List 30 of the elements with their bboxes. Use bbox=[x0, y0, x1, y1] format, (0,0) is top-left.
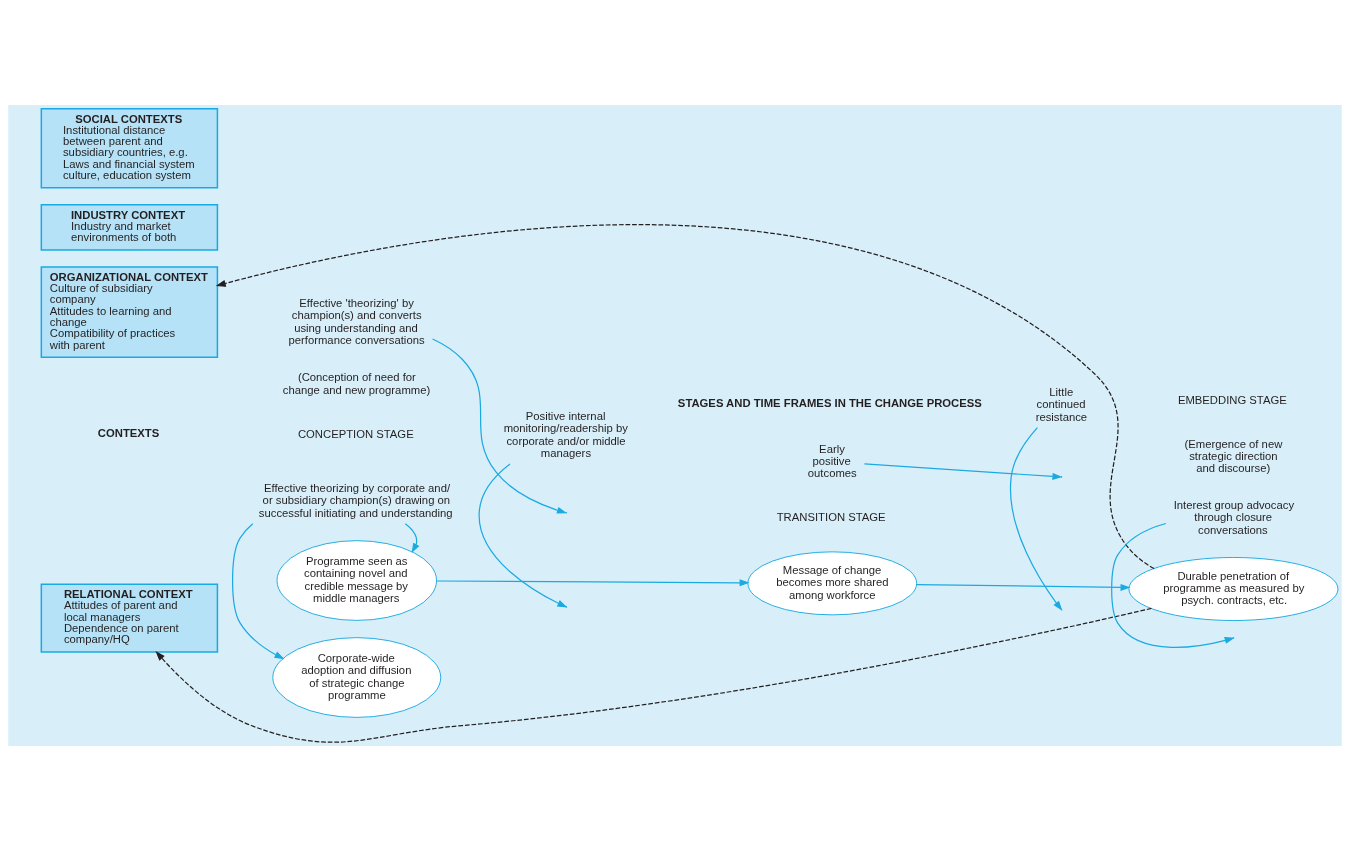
node-ellipse: Durable penetration of programme as measured by psych. contracts, etc. bbox=[1128, 556, 1339, 621]
arrow bbox=[863, 462, 1063, 480]
arrow bbox=[404, 522, 420, 553]
arrow bbox=[231, 522, 285, 659]
node-text: Positive internal monitoring/readership by corporate and/or middle managers bbox=[503, 409, 628, 459]
label: STAGES AND TIME FRAMES IN THE CHANGE PROCESS bbox=[677, 396, 982, 409]
node-text: Little continued resistance bbox=[1035, 385, 1088, 423]
node-text: Effective theorizing by corporate and/ or subsidiary champion(s) drawing on successful initiating and understanding bbox=[258, 481, 453, 519]
arrow bbox=[432, 337, 567, 514]
arrow bbox=[436, 578, 750, 586]
label: TRANSITION STAGE bbox=[776, 510, 886, 523]
node-text: Interest group advocacy through closure conversations bbox=[1173, 498, 1295, 536]
label: CONCEPTION STAGE bbox=[297, 427, 414, 440]
arrow bbox=[478, 462, 568, 607]
node-box: RELATIONAL CONTEXT Attitudes of parent and local managers Dependence on parent company/HQ bbox=[40, 583, 219, 653]
arrow bbox=[215, 223, 1155, 569]
node-text: Effective 'theorizing' by champion(s) and converts using understanding and performance conversations bbox=[288, 296, 425, 346]
node-box: ORGANIZATIONAL CONTEXT Culture of subsidiary company Attitudes to learning and change Compatibility of practices with parent bbox=[40, 265, 219, 358]
arrow bbox=[1009, 426, 1063, 611]
label: EMBEDDING STAGE bbox=[1177, 393, 1287, 406]
node-text: Early positive outcomes bbox=[807, 442, 857, 479]
node-box: INDUSTRY CONTEXT Industry and market environments of both bbox=[40, 203, 219, 251]
arrow bbox=[155, 607, 1152, 743]
arrow bbox=[916, 583, 1131, 591]
arrow bbox=[1111, 522, 1235, 648]
label: (Conception of need for change and new programme) bbox=[282, 370, 431, 396]
label: (Emergence of new strategic direction and discourse) bbox=[1184, 437, 1283, 474]
node-box: SOCIAL CONTEXTS Institutional distance between parent and subsidiary countries, e.g. Laws and financial system culture, education system bbox=[40, 107, 219, 189]
label: CONTEXTS bbox=[97, 426, 160, 439]
node-ellipse: Message of change becomes more shared among workforce bbox=[747, 550, 918, 615]
